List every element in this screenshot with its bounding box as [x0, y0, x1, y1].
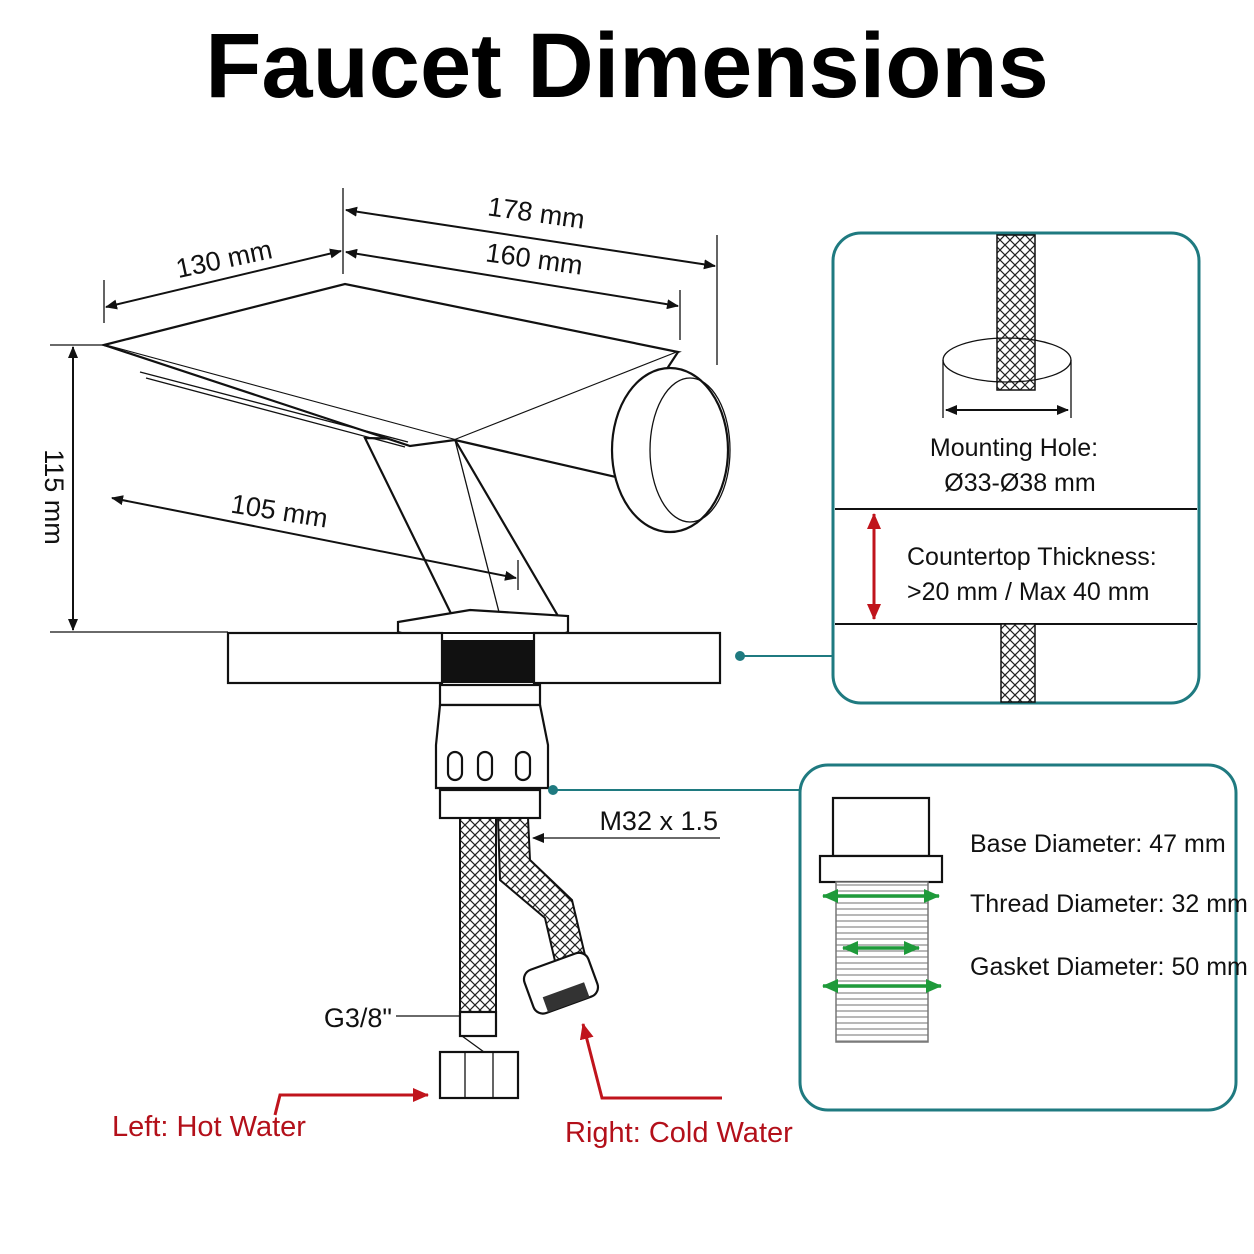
right-hose [496, 817, 590, 976]
mounting-hole-panel: Mounting Hole: Ø33-Ø38 mm Countertop Thi… [831, 231, 1201, 705]
mounting-nut [434, 683, 550, 820]
thread-diameter-label: Thread Diameter: 32 mm [970, 890, 1248, 918]
mounting-hole-value: Ø33-Ø38 mm [944, 469, 1095, 497]
hot-water-label: Left: Hot Water [112, 1111, 306, 1143]
countertop [226, 631, 722, 685]
hot-water-arrow [273, 1088, 429, 1116]
dim-178-label: 178 mm [486, 191, 587, 234]
dim-160-line [345, 248, 679, 310]
dim-130-line [105, 248, 342, 310]
base-diameter-label: Base Diameter: 47 mm [970, 830, 1226, 858]
left-hose [459, 817, 497, 1013]
faucet-illustration [99, 282, 731, 662]
dim-115-label: 115 mm [39, 449, 69, 545]
supply-hoses [438, 817, 600, 1100]
thickness-label: Countertop Thickness: [907, 543, 1157, 571]
gasket-diameter-label: Gasket Diameter: 50 mm [970, 953, 1248, 981]
cold-water-arrow [579, 1023, 722, 1100]
dim-105-label: 105 mm [229, 489, 330, 534]
hose-connector-label: G3/8" [324, 1003, 392, 1033]
cold-water-label: Right: Cold Water [565, 1117, 793, 1149]
mounting-hole-label: Mounting Hole: [930, 434, 1098, 462]
thread-dimensions-panel: Base Diameter: 47 mm Thread Diameter: 32… [798, 763, 1248, 1112]
hose-connector-nut [438, 1050, 520, 1100]
faucet-handle [610, 366, 730, 534]
thread-size-label: M32 x 1.5 [599, 806, 718, 836]
thickness-value: >20 mm / Max 40 mm [907, 578, 1149, 606]
dim-130-label: 130 mm [173, 234, 275, 284]
dim-105-line [111, 495, 517, 581]
dimension-lines [50, 188, 718, 633]
page-title: Faucet Dimensions [205, 15, 1049, 117]
